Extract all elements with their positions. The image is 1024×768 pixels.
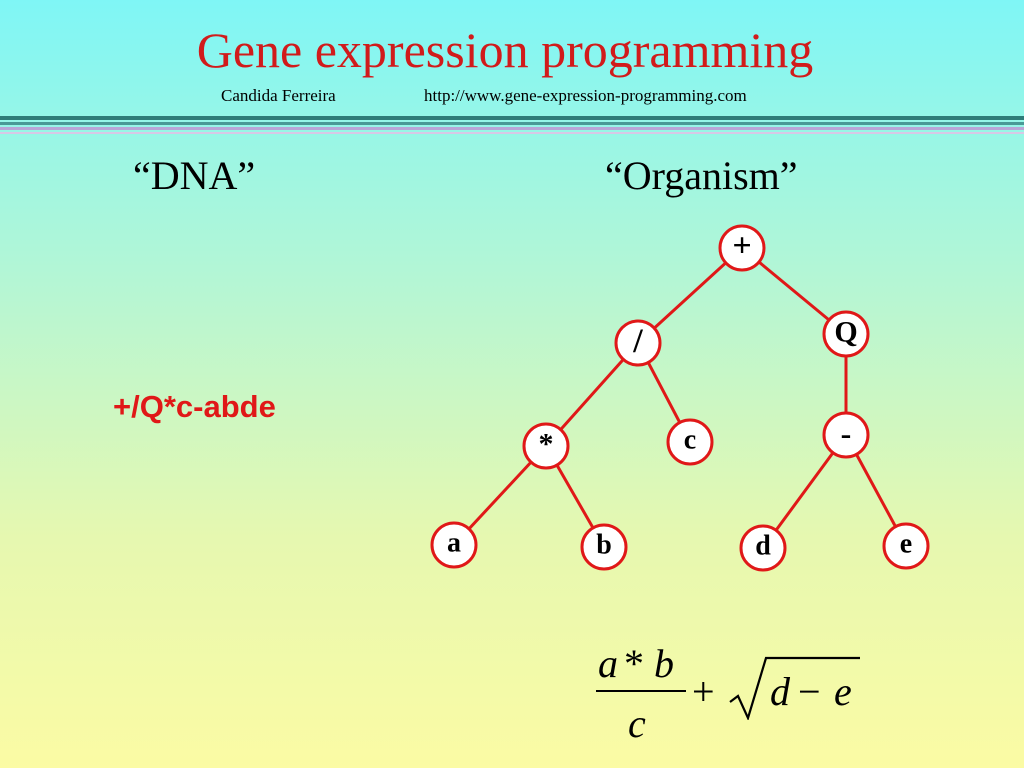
organism-heading: “Organism” xyxy=(605,153,798,198)
numerator-operator: * xyxy=(624,641,644,686)
tree-node-label: a xyxy=(447,528,461,559)
tree-node-q: Q xyxy=(822,310,870,358)
tree-node-label: * xyxy=(539,428,554,461)
tree-node-label: e xyxy=(900,529,912,560)
author-name: Candida Ferreira xyxy=(221,86,336,105)
denominator-c: c xyxy=(628,701,646,746)
tree-node-circle xyxy=(718,224,766,272)
tree-node-div: / xyxy=(614,319,662,367)
tree-node-circle xyxy=(666,418,714,466)
plus-sign: + xyxy=(692,669,715,714)
gene-string: +/Q*c-abde xyxy=(113,389,276,424)
tree-node-e: e xyxy=(882,522,930,570)
tree-node-circle xyxy=(822,310,870,358)
tree-node-circle xyxy=(822,411,870,459)
fraction-bar xyxy=(596,690,686,692)
tree-node-c: c xyxy=(666,418,714,466)
tree-node-circle xyxy=(580,523,628,571)
tree-node-label: d xyxy=(755,531,771,562)
website-url: http://www.gene-expression-programming.c… xyxy=(424,86,747,105)
radicand-d: d xyxy=(770,669,790,714)
tree-node-b: b xyxy=(580,523,628,571)
tree-node-label: - xyxy=(841,415,852,451)
radicand-e: e xyxy=(834,669,852,714)
tree-node-label: Q xyxy=(834,316,857,349)
numerator-a: a xyxy=(598,641,618,686)
dna-heading: “DNA” xyxy=(133,153,256,198)
tree-node-label: + xyxy=(732,228,751,265)
tree-node-label: / xyxy=(632,323,643,360)
radicand-operator: − xyxy=(798,669,821,714)
header-rule-light xyxy=(0,132,1024,134)
numerator-b: b xyxy=(654,641,674,686)
tree-node-plus: + xyxy=(718,224,766,272)
tree-node-a: a xyxy=(430,521,478,569)
tree-node-label: c xyxy=(684,425,696,456)
header-rule-lavender xyxy=(0,127,1024,130)
tree-node-circle xyxy=(430,521,478,569)
header-rule-dark xyxy=(0,116,1024,120)
tree-node-circle xyxy=(614,319,662,367)
header-rule-teal xyxy=(0,122,1024,125)
tree-node-d: d xyxy=(739,524,787,572)
tree-node-circle xyxy=(882,522,930,570)
tree-node-circle xyxy=(739,524,787,572)
tree-node-circle xyxy=(522,422,570,470)
slide-title: Gene expression programming xyxy=(196,22,814,78)
math-formula: a * b c + d − e xyxy=(590,640,870,750)
tree-node-mul: * xyxy=(522,422,570,470)
radical-sign xyxy=(729,656,860,720)
tree-node-minus: - xyxy=(822,411,870,459)
tree-node-label: b xyxy=(596,530,612,561)
